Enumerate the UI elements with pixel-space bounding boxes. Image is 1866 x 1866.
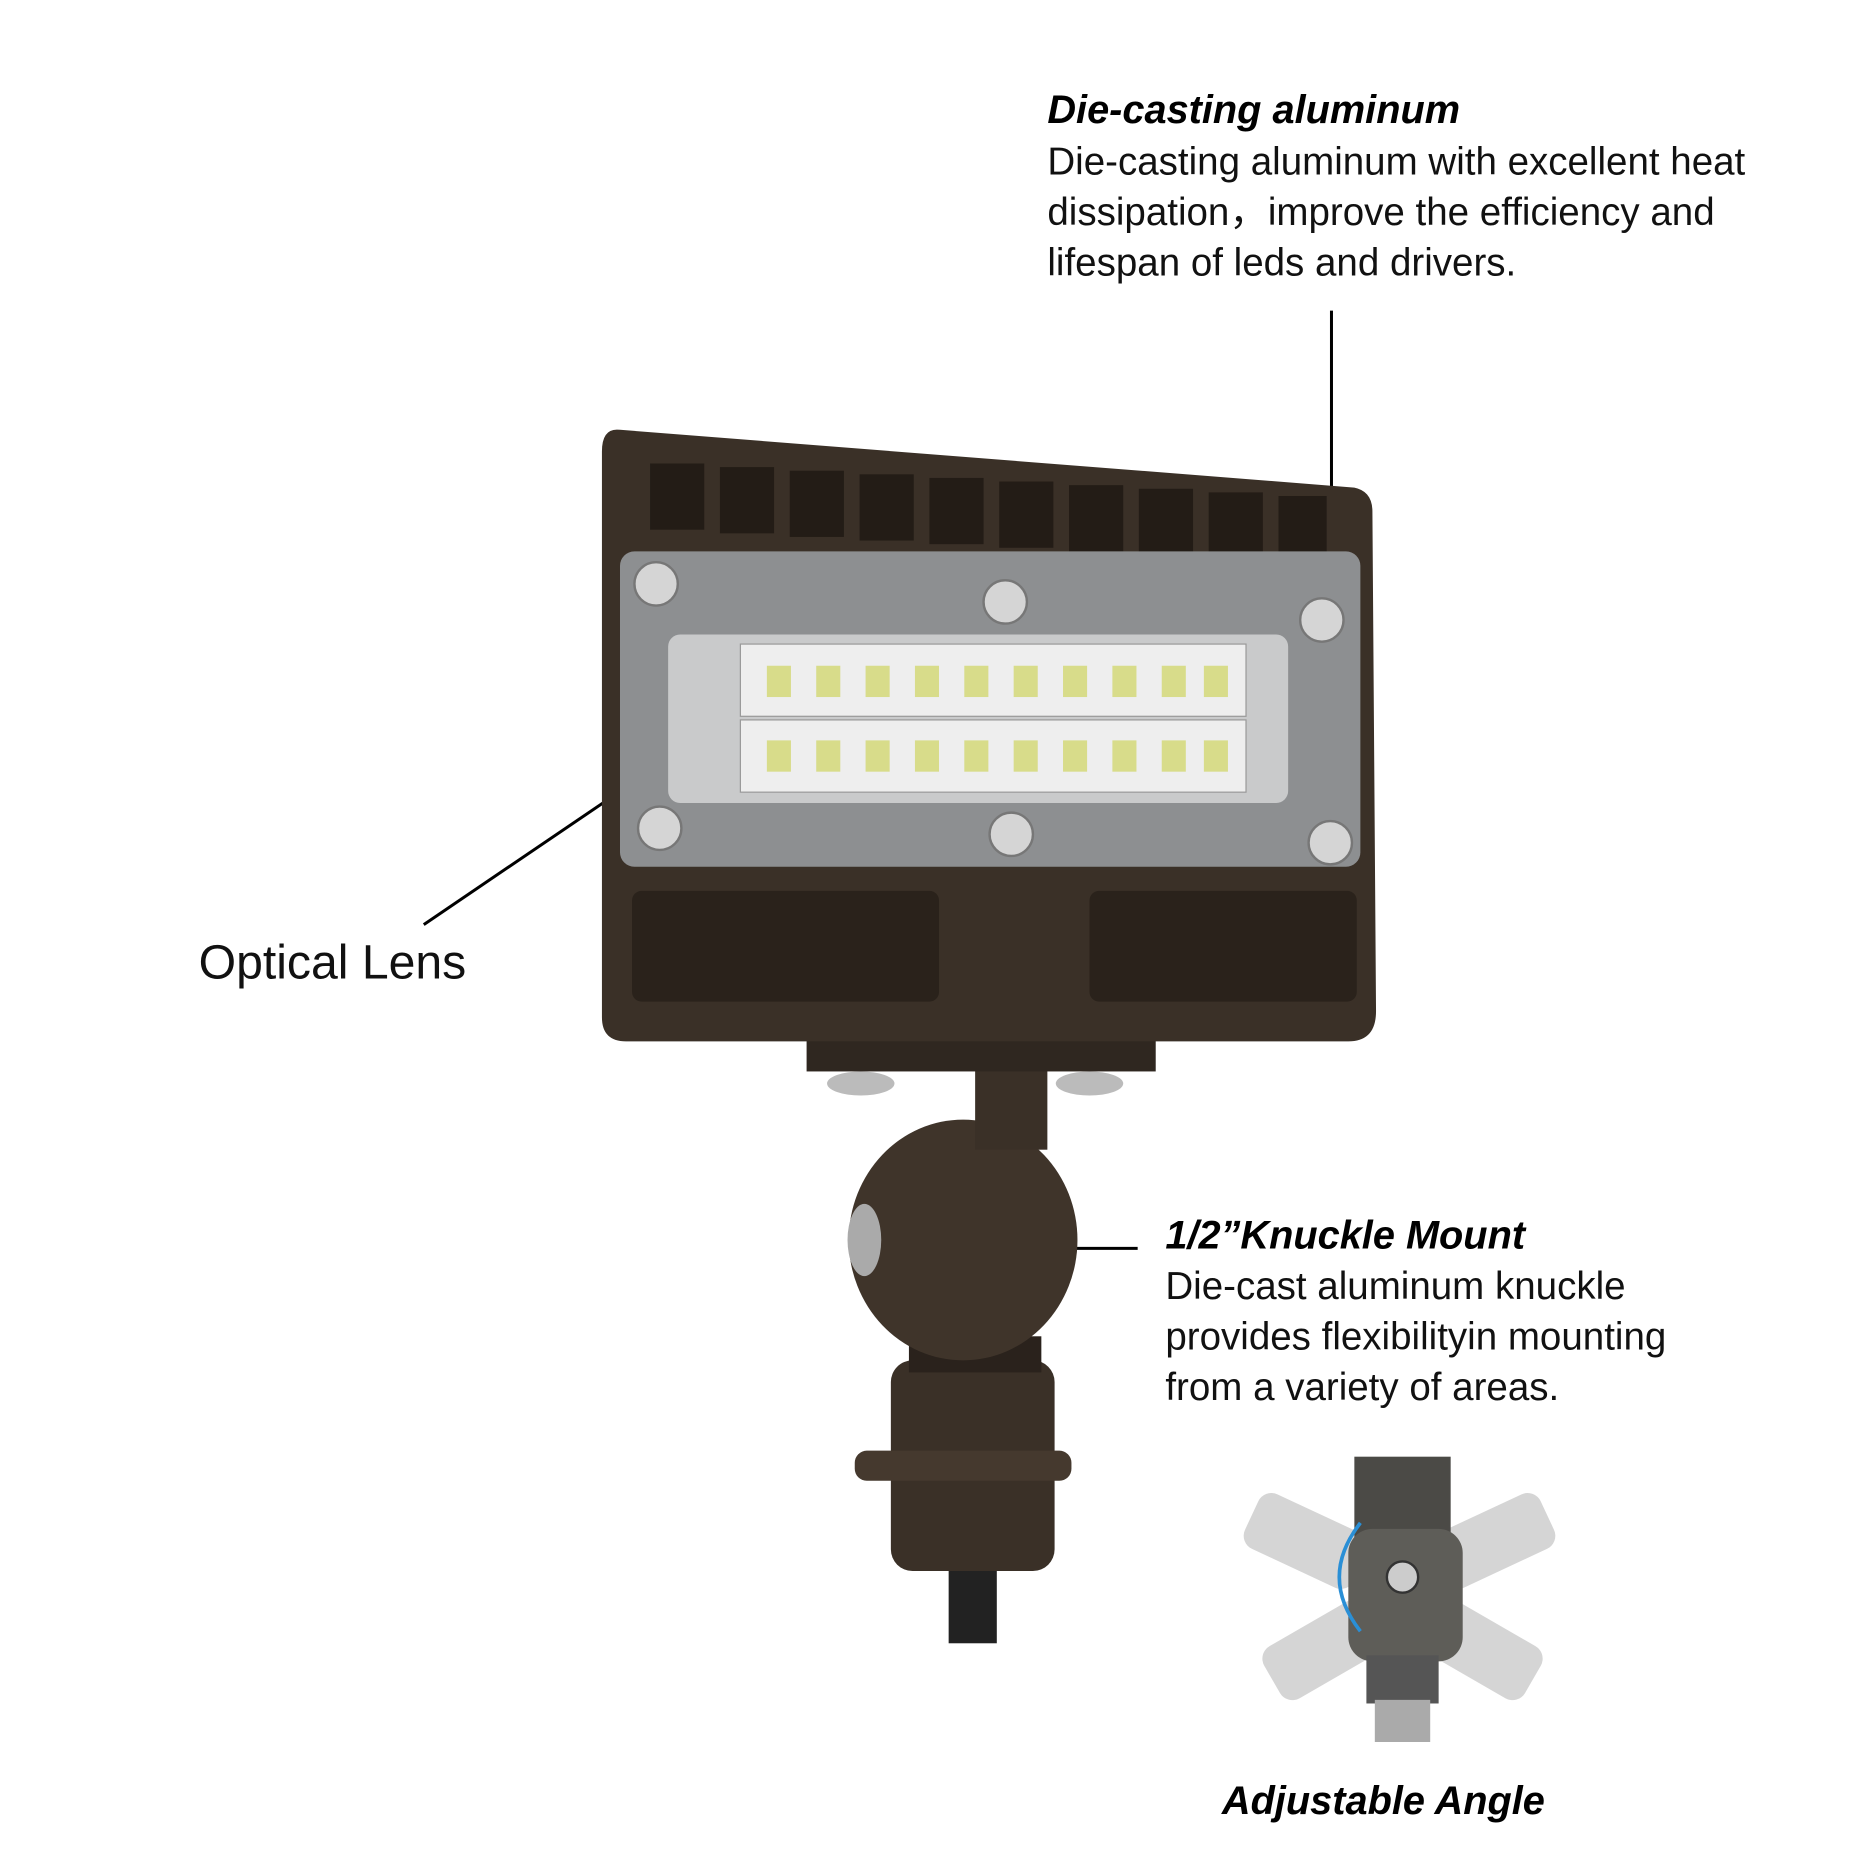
rotation-arrow-icon <box>1337 1521 1362 1633</box>
adjustable-angle-label: Adjustable Angle <box>1221 1779 1545 1823</box>
leds <box>766 665 1228 772</box>
knuckle-line-2: provides flexibilityin mounting <box>1165 1316 1666 1359</box>
knuckle-title: 1/2”Knuckle Mount <box>1165 1213 1526 1257</box>
stem <box>975 1065 1048 1150</box>
die-casting-line-2: dissipation，improve the efficiency and <box>1047 191 1714 234</box>
die-casting-line-1: Die-casting aluminum with excellent heat <box>1047 141 1745 184</box>
screw-icon <box>633 561 1354 866</box>
top-fins <box>650 463 1327 563</box>
die-casting-callout: Die-casting aluminum Die-casting aluminu… <box>1047 88 1746 524</box>
knuckle-line-1: Die-cast aluminum knuckle <box>1165 1265 1625 1308</box>
die-casting-line-3: lifespan of leds and drivers. <box>1047 242 1516 285</box>
optical-lens-callout: Optical Lens <box>199 763 661 990</box>
optical-lens-label: Optical Lens <box>199 936 467 990</box>
flood-light-illustration <box>601 429 1377 1644</box>
bottom-vents <box>632 890 1357 1002</box>
screw-icon <box>1385 1560 1420 1594</box>
adjustable-angle-inset: Adjustable Angle <box>1221 1456 1556 1823</box>
knuckle-ball <box>848 1119 1078 1361</box>
knuckle-callout: 1/2”Knuckle Mount Die-cast aluminum knuc… <box>1025 1213 1666 1409</box>
knuckle-line-3: from a variety of areas. <box>1165 1366 1559 1409</box>
die-casting-title: Die-casting aluminum <box>1047 88 1460 132</box>
knuckle-bolt <box>847 1203 882 1277</box>
knuckle-collar <box>854 1450 1072 1481</box>
